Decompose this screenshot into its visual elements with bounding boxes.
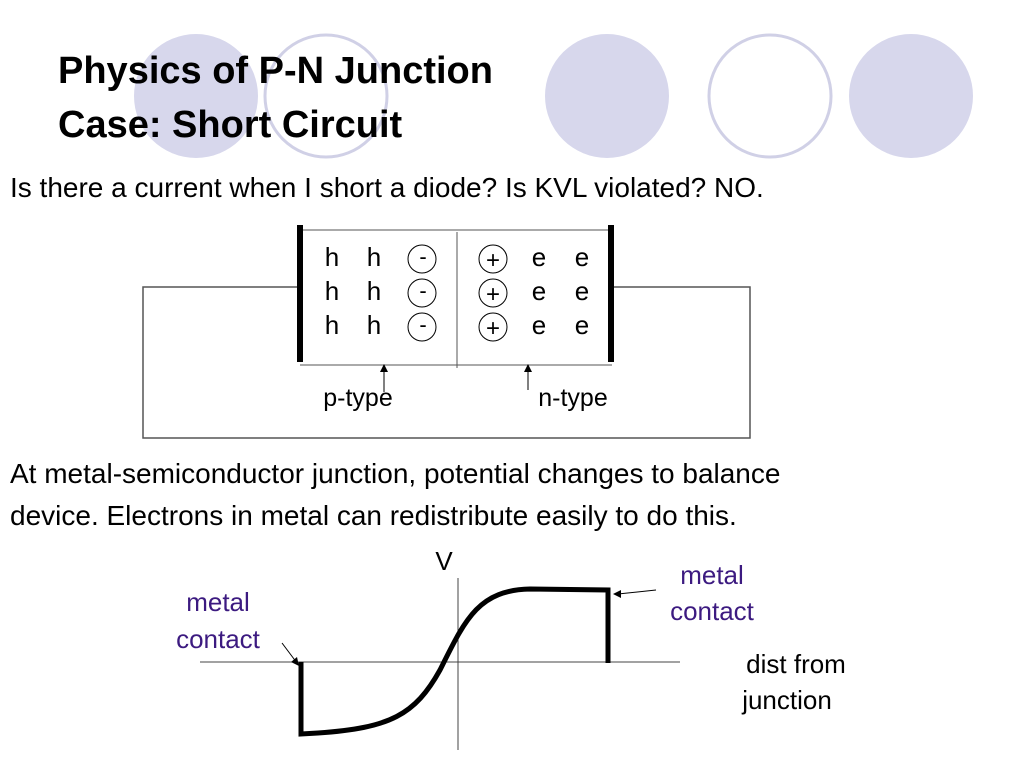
potential-plot: V metal contact metal contact dist from … — [176, 546, 846, 750]
explanation-line-2: device. Electrons in metal can redistrib… — [10, 500, 737, 531]
acceptor-ion-icon — [407, 278, 437, 308]
explanation-line-1: At metal-semiconductor junction, potenti… — [10, 458, 781, 489]
donor-ion-icon — [478, 278, 508, 308]
electron-label: e — [575, 276, 589, 306]
deco-circle-5 — [849, 34, 973, 158]
y-axis-label: V — [435, 546, 453, 576]
deco-ring-2 — [263, 33, 389, 159]
electron-label: e — [575, 242, 589, 272]
donor-ion-icon — [478, 244, 508, 274]
left-contact-label-line1: metal — [186, 587, 250, 617]
donor-ion-icon — [478, 312, 508, 342]
hole-label: h — [367, 242, 381, 272]
n-type-label: n-type — [538, 384, 607, 412]
acceptor-ion-sign: - — [419, 278, 426, 303]
electron-label: e — [532, 310, 546, 340]
header-decoration — [134, 33, 973, 159]
deco-ring-4 — [707, 33, 833, 159]
left-contact-arrowhead — [291, 657, 299, 666]
question-text: Is there a current when I short a diode?… — [10, 172, 764, 203]
electron-label: e — [532, 276, 546, 306]
slide-title: Physics of P-N Junction Case: Short Circ… — [58, 44, 493, 152]
short-circuit-wire — [142, 286, 751, 439]
p-type-label: p-type — [323, 384, 392, 412]
x-axis-label-line2: junction — [741, 685, 832, 715]
acceptor-ion-sign: - — [419, 244, 426, 269]
title-line-2: Case: Short Circuit — [58, 104, 403, 146]
p-type-arrowhead — [380, 364, 388, 372]
hole-label: h — [367, 276, 381, 306]
x-axis-label-line1: dist from — [746, 649, 846, 679]
acceptor-ion-icon — [407, 312, 437, 342]
acceptor-ion-sign: - — [419, 312, 426, 337]
potential-curve — [298, 586, 611, 737]
right-contact-arrowhead — [613, 590, 621, 598]
n-type-arrowhead — [524, 364, 532, 372]
right-contact-pointer-arrow — [617, 589, 657, 595]
short-circuit-diagram: h h - + e e h h - + e e h h - + e e p-ty… — [142, 225, 751, 439]
hole-label: h — [325, 276, 339, 306]
donor-ion-sign: + — [486, 281, 500, 308]
donor-ion-sign: + — [486, 247, 500, 274]
left-contact-label-line2: contact — [176, 624, 261, 654]
right-contact-label-line1: metal — [680, 560, 744, 590]
explanation-paragraph: At metal-semiconductor junction, potenti… — [10, 453, 780, 537]
acceptor-ion-icon — [407, 244, 437, 274]
hole-label: h — [325, 310, 339, 340]
deco-circle-3 — [545, 34, 669, 158]
hole-label: h — [325, 242, 339, 272]
electron-label: e — [575, 310, 589, 340]
donor-ion-sign: + — [486, 315, 500, 342]
right-contact-label-line2: contact — [670, 596, 755, 626]
title-line-1: Physics of P-N Junction — [58, 50, 493, 92]
hole-label: h — [367, 310, 381, 340]
electron-label: e — [532, 242, 546, 272]
deco-circle-1 — [134, 34, 258, 158]
